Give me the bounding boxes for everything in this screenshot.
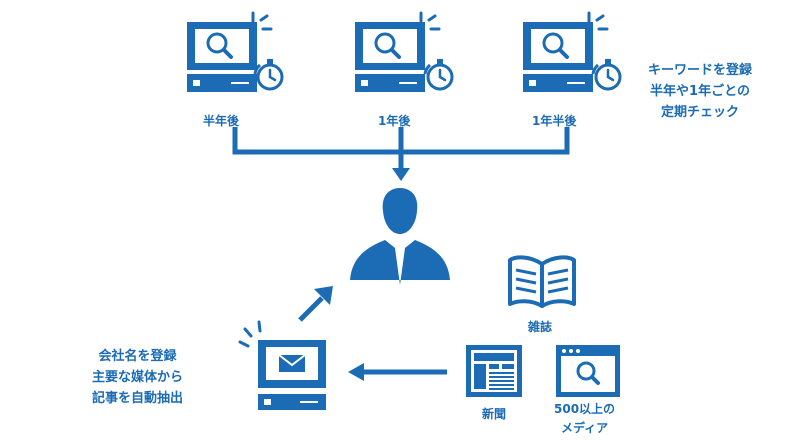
keyword-note: キーワードを登録 半年や1年ごとの 定期チェック: [648, 60, 752, 123]
monitor-label-half-year: 半年後: [203, 114, 240, 128]
stopwatch-icon: [253, 57, 284, 91]
web-media-label: 500以上の メディア: [554, 400, 615, 438]
keyword-note-line: 定期チェック: [661, 105, 740, 120]
stopwatch-icon: [423, 57, 454, 91]
monitor-search-icon: [353, 11, 441, 94]
web-media-label-line: メディア: [560, 421, 609, 435]
newspaper-icon: [466, 345, 522, 397]
businessman-icon: [350, 188, 450, 285]
stopwatch-icon: [591, 57, 622, 91]
web-media-icon: [556, 345, 620, 397]
connector-bracket: [232, 127, 570, 181]
registration-note-line: 会社名を登録: [98, 349, 177, 364]
arrow-left: [348, 363, 447, 381]
magazine-label: 雑誌: [528, 320, 553, 334]
registration-note: 会社名を登録 主要な媒体から 記事を自動抽出: [92, 346, 183, 409]
registration-note-line: 主要な媒体から: [92, 370, 184, 385]
monitor-search-icon: [521, 11, 609, 94]
keyword-note-line: 半年や1年ごとの: [650, 84, 750, 99]
keyword-note-line: キーワードを登録: [648, 63, 753, 78]
newspaper-label: 新聞: [482, 407, 507, 421]
mail-computer-icon: [238, 320, 326, 410]
registration-note-line: 記事を自動抽出: [92, 391, 184, 406]
monitor-label-one-year: 1年後: [378, 114, 411, 128]
arrow-up-right: [298, 286, 333, 322]
monitor-label-one-half-year: 1年半後: [532, 114, 577, 128]
web-media-label-line: 500以上の: [554, 402, 616, 416]
magazine-icon: [508, 255, 576, 308]
